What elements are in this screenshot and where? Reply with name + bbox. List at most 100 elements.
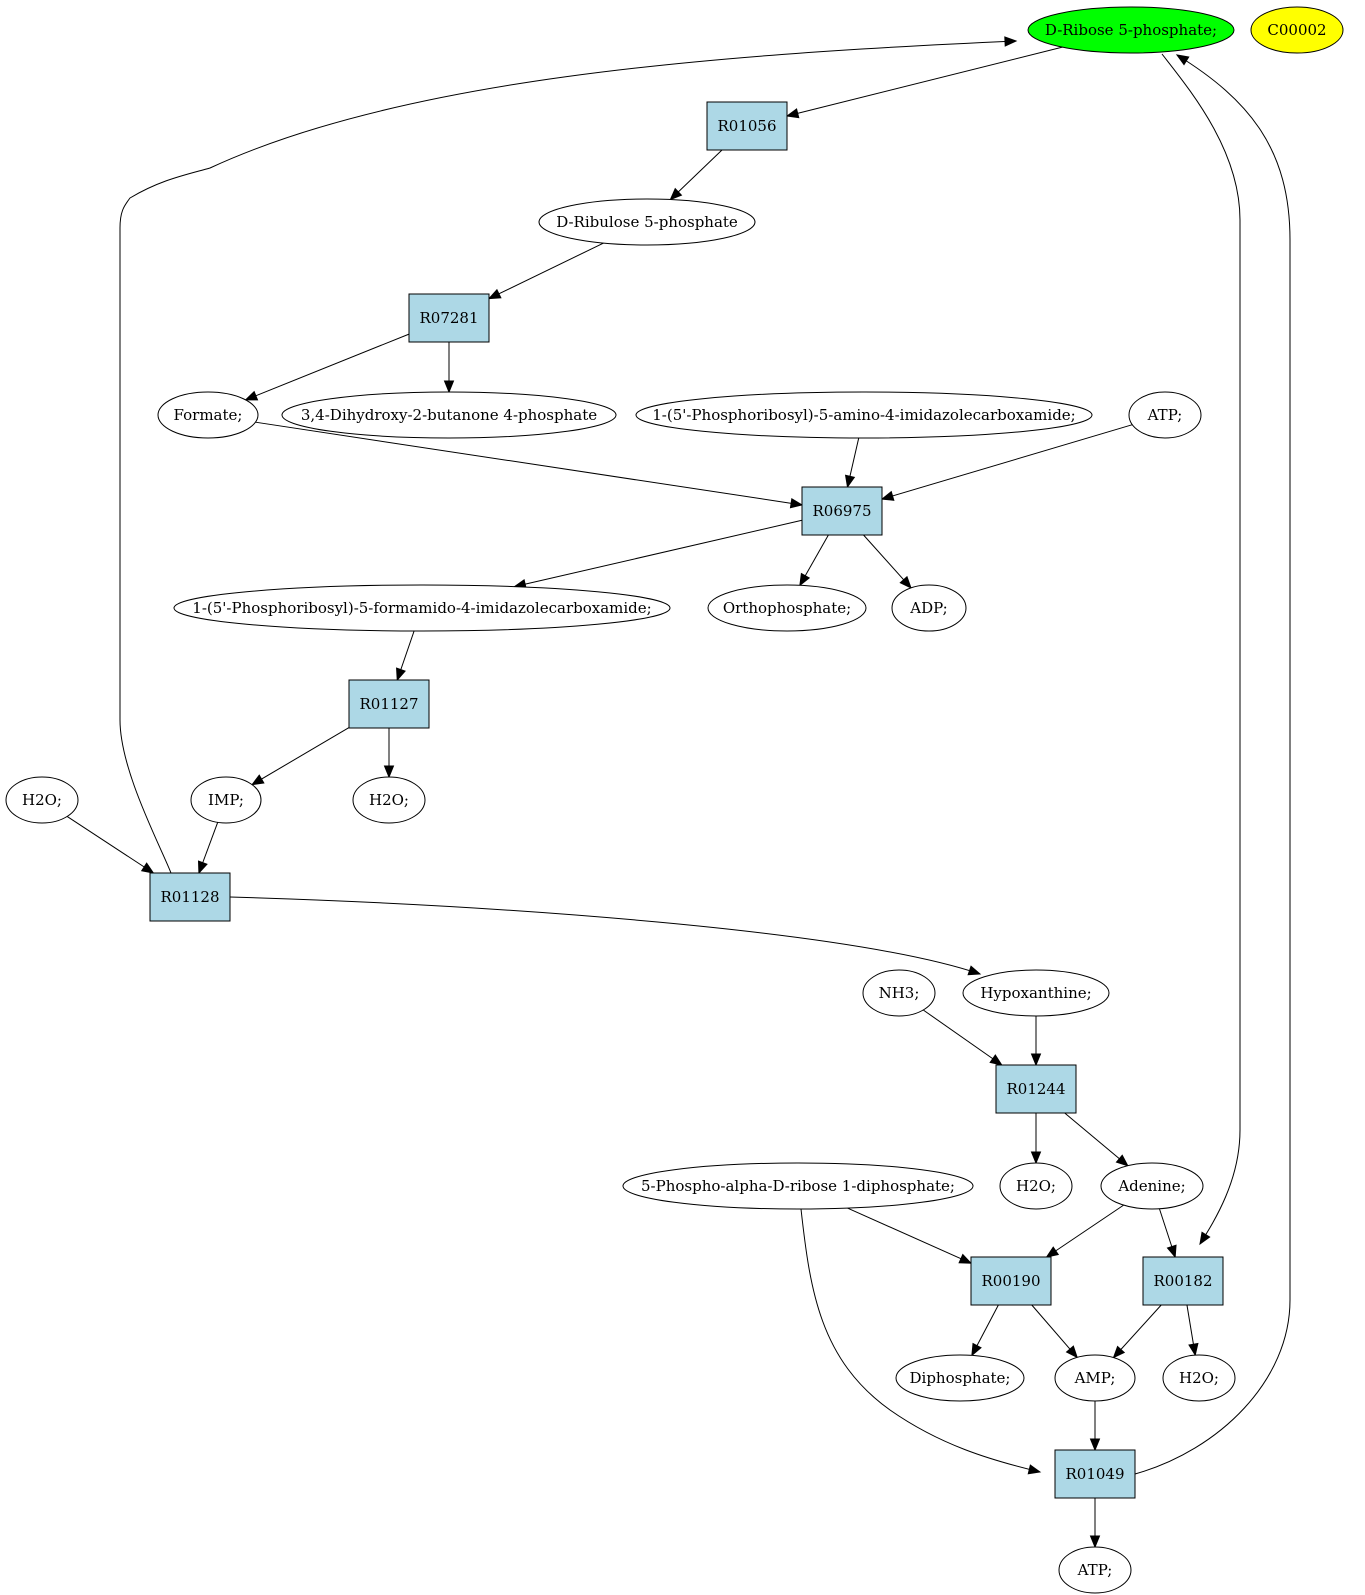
compound-ellipse[interactable] [707,584,867,632]
reaction-node-r01127[interactable]: R01127 [348,679,430,729]
arrowhead-icon [250,774,265,786]
arrowhead-icon [1030,1053,1042,1067]
reaction-node-r07281[interactable]: R07281 [408,293,490,343]
node-label: R01127 [359,695,418,713]
reaction-box[interactable] [1142,1256,1224,1306]
compound-ellipse[interactable] [1027,6,1235,54]
arrowhead-icon [1199,1231,1211,1246]
compound-ellipse[interactable] [1162,1354,1236,1402]
reaction-box[interactable] [149,872,231,922]
compound-ellipse[interactable] [895,1354,1025,1402]
arrowhead-icon [1166,1244,1177,1259]
reaction-node-r00190[interactable]: R00190 [970,1256,1052,1306]
reaction-box[interactable] [348,679,430,729]
edge-line [881,424,1133,500]
arrowhead-icon [880,490,895,501]
reaction-box[interactable] [970,1256,1052,1306]
compound-node-atp_top[interactable]: ATP; [1128,391,1202,439]
arrowhead-icon [844,474,856,489]
compound-ellipse[interactable] [352,776,426,824]
node-label: ATP; [1077,1561,1113,1579]
reaction-node-r06975[interactable]: R06975 [801,486,883,536]
compound-ellipse[interactable] [1250,6,1344,54]
compound-node-adp[interactable]: ADP; [891,584,967,632]
compound-ellipse[interactable] [622,1162,974,1210]
edge-hypoxanthine-to-r01244 [1030,1016,1042,1067]
compound-ellipse[interactable] [962,969,1110,1017]
compound-node-h2o_r00182[interactable]: H2O; [1162,1354,1236,1402]
edge-r00182-to-h2o_r00182 [1186,1304,1199,1357]
arrowhead-icon [989,1054,1003,1066]
reaction-node-r01244[interactable]: R01244 [995,1064,1077,1114]
reaction-node-r00182[interactable]: R00182 [1142,1256,1224,1306]
node-label: 1-(5'-Phosphoribosyl)-5-amino-4-imidazol… [652,406,1076,424]
reaction-node-r01049[interactable]: R01049 [1054,1449,1136,1499]
node-label: D-Ribose 5-phosphate; [1045,21,1217,39]
compound-node-ribose5p[interactable]: D-Ribose 5-phosphate; [1027,6,1235,54]
compound-ellipse[interactable] [157,391,259,439]
compound-node-h2o_r01244[interactable]: H2O; [999,1162,1073,1210]
node-label: IMP; [208,791,244,809]
compound-node-diphosphate[interactable]: Diphosphate; [895,1354,1025,1402]
node-label: R06975 [812,502,871,520]
edge-r01049-to-atp_bottom [1089,1498,1101,1549]
compound-ellipse[interactable] [635,391,1093,439]
reaction-node-r01056[interactable]: R01056 [706,101,788,151]
edge-line [66,816,154,874]
compound-node-dihydroxybutanone[interactable]: 3,4-Dihydroxy-2-butanone 4-phosphate [281,391,617,439]
compound-ellipse[interactable] [1128,391,1202,439]
compound-node-faicar[interactable]: 1-(5'-Phosphoribosyl)-5-formamido-4-imid… [173,584,671,632]
compound-node-hypoxanthine[interactable]: Hypoxanthine; [962,969,1110,1017]
reaction-box[interactable] [408,293,490,343]
node-label: R07281 [419,309,478,327]
compound-node-c00002[interactable]: C00002 [1250,6,1344,54]
compound-ellipse[interactable] [173,584,671,632]
compound-ellipse[interactable] [5,776,79,824]
compound-node-aicar[interactable]: 1-(5'-Phosphoribosyl)-5-amino-4-imidazol… [635,391,1093,439]
compound-node-h2o_left[interactable]: H2O; [5,776,79,824]
node-label: ATP; [1147,406,1183,424]
compound-node-atp_bottom[interactable]: ATP; [1058,1546,1132,1594]
compound-node-imp[interactable]: IMP; [190,776,262,824]
compound-node-orthophosphate[interactable]: Orthophosphate; [707,584,867,632]
compound-ellipse[interactable] [999,1162,1073,1210]
arrowhead-icon [971,1342,982,1357]
compound-ellipse[interactable] [1054,1354,1136,1402]
edge-h2o_left-to-r01128 [66,816,155,874]
reaction-node-r01128[interactable]: R01128 [149,872,231,922]
arrowhead-icon [1089,1535,1101,1549]
edge-line [800,1208,1041,1473]
compound-node-ribulose5p[interactable]: D-Ribulose 5-phosphate [538,198,756,246]
edge-line [847,1207,972,1264]
edge-line [1113,1304,1162,1358]
compound-ellipse[interactable] [862,969,936,1017]
edge-r01244-to-h2o_r01244 [1030,1113,1042,1165]
compound-ellipse[interactable] [1058,1546,1132,1594]
reaction-box[interactable] [801,486,883,536]
arrowhead-icon [1112,1345,1126,1359]
reaction-box[interactable] [1054,1449,1136,1499]
arrowhead-icon [1065,1345,1079,1359]
edge-line [514,519,803,588]
edge-line [1064,1112,1129,1167]
edge-r07281-to-dihydroxybutanone [443,342,455,394]
edge-line [786,46,1063,117]
edge-nh3-to-r01244 [922,1009,1003,1066]
compound-node-amp[interactable]: AMP; [1054,1354,1136,1402]
reaction-box[interactable] [995,1064,1077,1114]
reaction-box[interactable] [706,101,788,151]
node-label: R01244 [1006,1080,1065,1098]
compound-ellipse[interactable] [538,198,756,246]
arrowhead-icon [1188,1342,1199,1357]
compound-node-prpp[interactable]: 5-Phospho-alpha-D-ribose 1-diphosphate; [622,1162,974,1210]
compound-ellipse[interactable] [190,776,262,824]
compound-node-formate[interactable]: Formate; [157,391,259,439]
compound-node-adenine[interactable]: Adenine; [1100,1162,1204,1210]
compound-ellipse[interactable] [1100,1162,1204,1210]
edge-amp-to-r01049 [1089,1401,1101,1452]
compound-ellipse[interactable] [281,391,617,439]
compound-node-nh3[interactable]: NH3; [862,969,936,1017]
compound-node-h2o_r01127[interactable]: H2O; [352,776,426,824]
edge-line [670,149,723,200]
compound-ellipse[interactable] [891,584,967,632]
